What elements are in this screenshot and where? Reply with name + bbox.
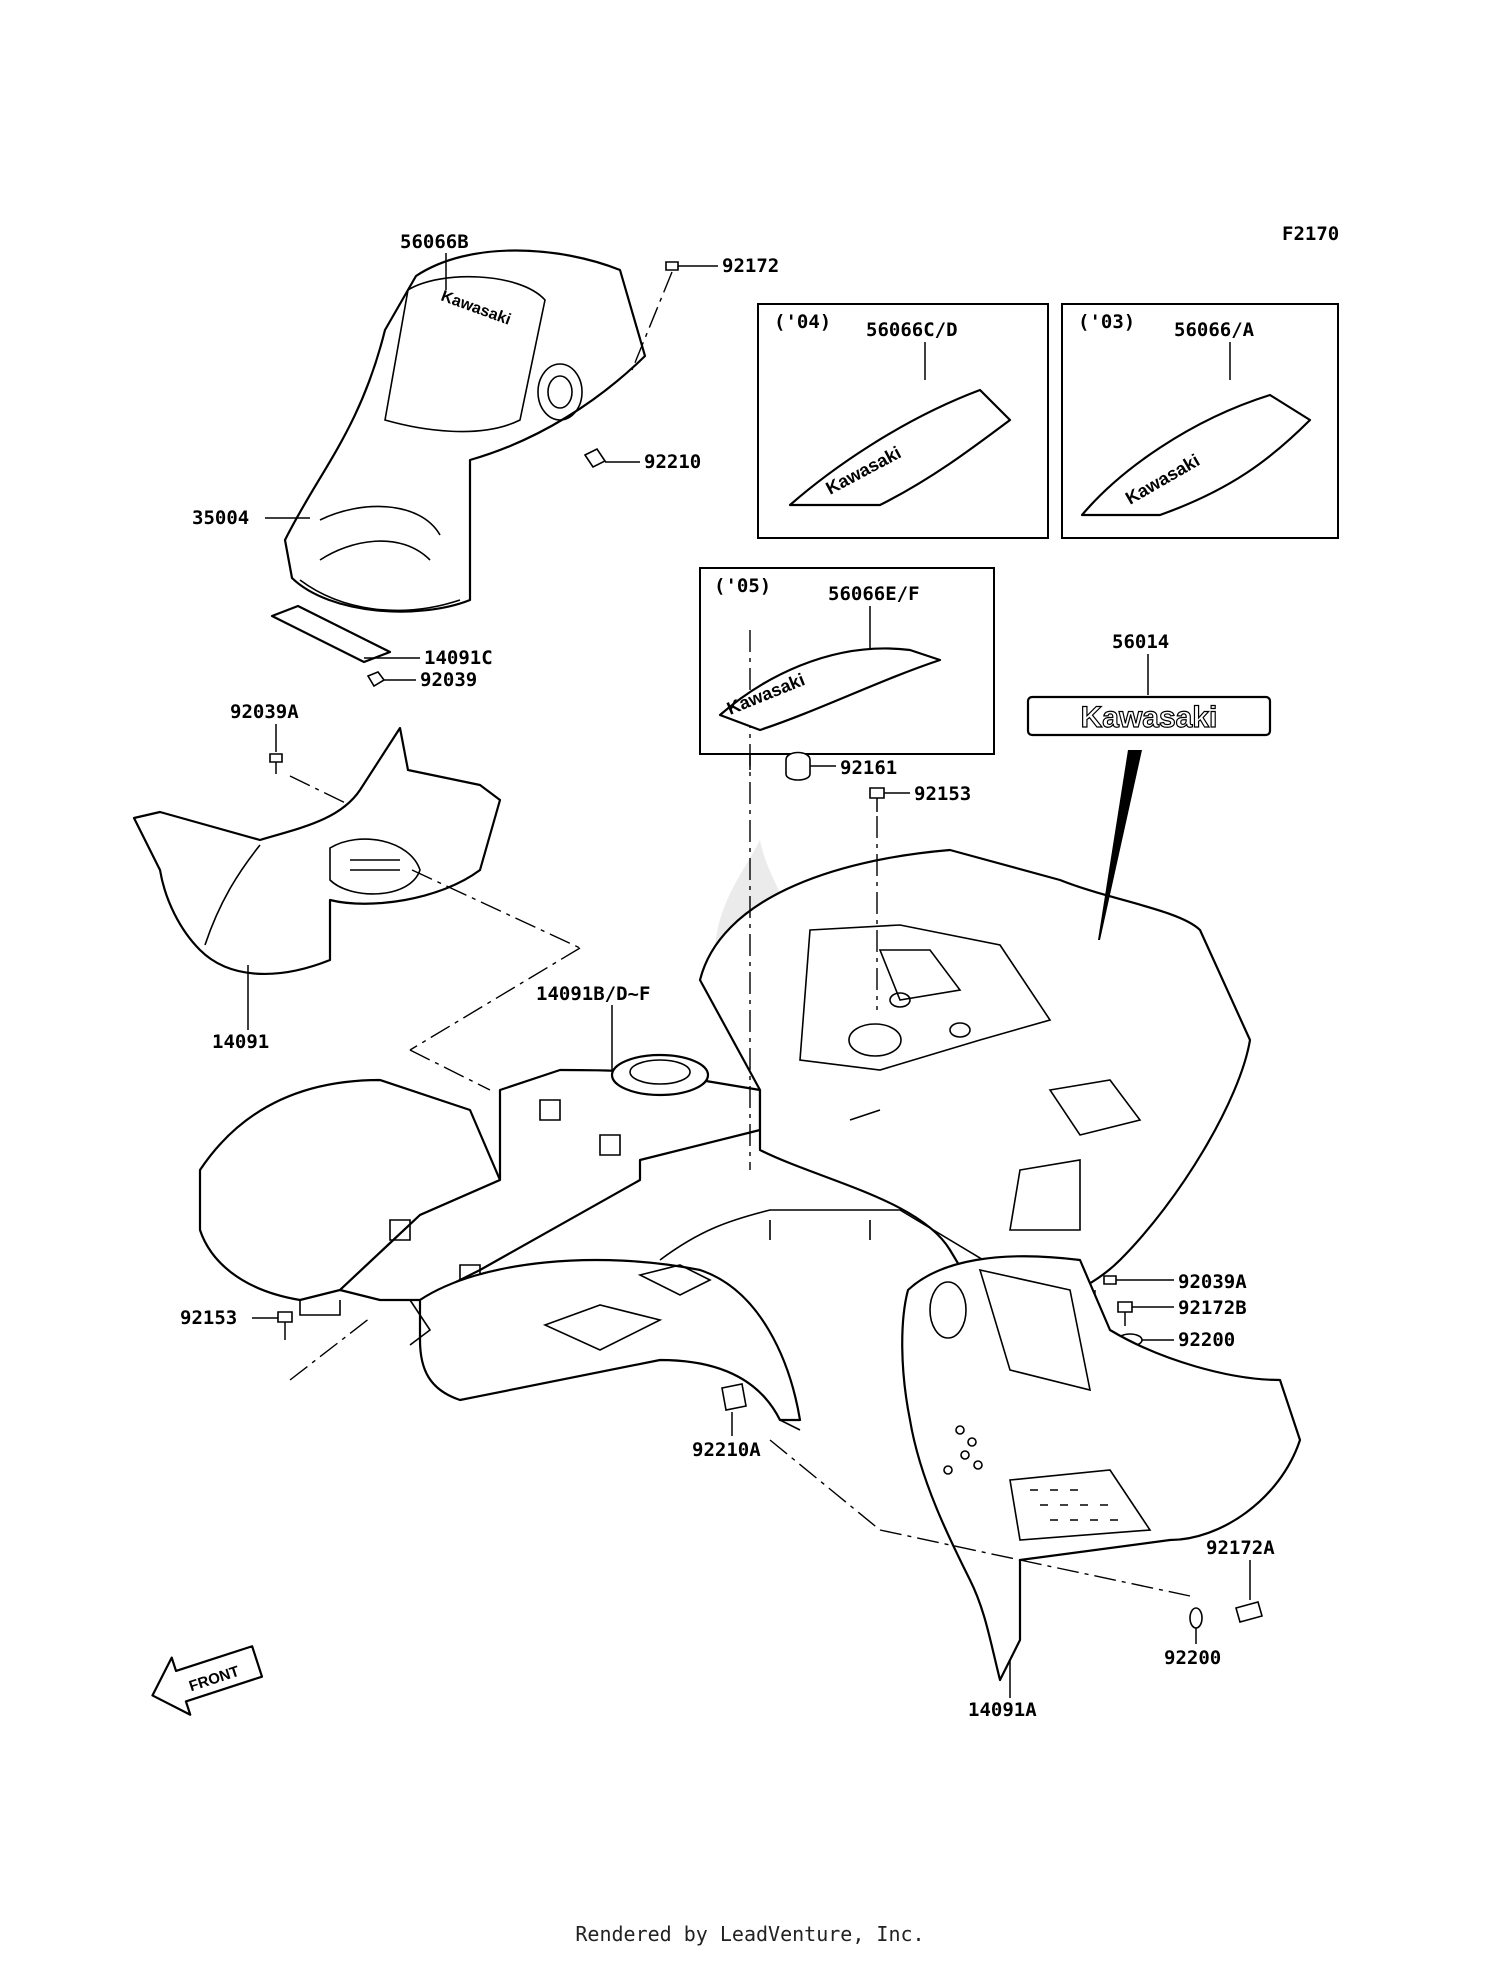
decal-04: [788, 388, 1012, 507]
decal-03: [1080, 393, 1312, 517]
bolt-92153-left[interactable]: [252, 1311, 293, 1340]
emblem-56014[interactable]: Kawasaki: [1026, 695, 1272, 737]
decal-box-05[interactable]: ('05) 56066E/F Kawasaki: [699, 567, 995, 755]
strip-14091C[interactable]: [270, 604, 392, 664]
dash-14091A-c: [1019, 1559, 1191, 1597]
label-92039[interactable]: 92039: [420, 669, 477, 691]
bolt-92172B[interactable]: [1117, 1301, 1174, 1326]
bolt-92172A[interactable]: [1235, 1560, 1263, 1623]
label-92172A[interactable]: 92172A: [1206, 1537, 1275, 1559]
decal-box-05-frame: [699, 567, 995, 755]
label-14091[interactable]: 14091: [212, 1031, 269, 1053]
decal-box-04[interactable]: ('04) 56066C/D Kawasaki: [757, 303, 1049, 539]
bolt-92153-top[interactable]: [869, 787, 910, 812]
label-92039A-top[interactable]: 92039A: [230, 701, 299, 723]
label-56066CD: 56066C/D: [866, 319, 958, 341]
washer-92200-bottom[interactable]: [1189, 1607, 1203, 1644]
footer-credit: Rendered by LeadVenture, Inc.: [575, 1922, 925, 1946]
decal-box-04-frame: [757, 303, 1049, 539]
bolt-92039A-top[interactable]: [269, 753, 283, 774]
emblem-pointer: [1098, 750, 1142, 940]
label-92200-top[interactable]: 92200: [1178, 1329, 1235, 1351]
decal-05: [718, 647, 942, 732]
front-arrow-icon: FRONT: [151, 1645, 264, 1716]
label-56066B[interactable]: 56066B: [400, 231, 469, 253]
nut-92039[interactable]: [366, 671, 416, 688]
year-04: ('04): [774, 311, 831, 333]
footwell-14091A[interactable]: [901, 1255, 1302, 1682]
dash-14091-b: [409, 947, 581, 1051]
label-92039A-right[interactable]: 92039A: [1178, 1271, 1247, 1293]
main-fender-14091BDF[interactable]: [198, 848, 1252, 1431]
emblem-logo: Kawasaki: [1081, 701, 1218, 734]
label-92161[interactable]: 92161: [840, 757, 897, 779]
label-56066A: 56066/A: [1174, 319, 1255, 341]
clip-92210A[interactable]: [721, 1383, 747, 1411]
label-56014[interactable]: 56014: [1112, 631, 1169, 653]
year-05: ('05): [714, 575, 771, 597]
label-14091BDF[interactable]: 14091B/D~F: [536, 983, 650, 1005]
decal-box-03[interactable]: ('03) 56066/A Kawasaki: [1061, 303, 1339, 539]
label-56066EF: 56066E/F: [828, 583, 920, 605]
label-14091C[interactable]: 14091C: [424, 647, 493, 669]
dash-14091A-a: [769, 1439, 881, 1531]
label-92200-bottom[interactable]: 92200: [1164, 1647, 1221, 1669]
label-92153-top[interactable]: 92153: [914, 783, 971, 805]
dash-92039A-top: [289, 775, 361, 811]
label-92153-left[interactable]: 92153: [180, 1307, 237, 1329]
dash-14091-c: [409, 1049, 491, 1091]
label-92210A[interactable]: 92210A: [692, 1439, 761, 1461]
label-92210[interactable]: 92210: [644, 451, 701, 473]
diagram-code: F2170: [1282, 223, 1339, 245]
side-cover-14091[interactable]: [132, 726, 502, 976]
grommet-92161[interactable]: [785, 751, 836, 781]
decal-box-03-frame: [1061, 303, 1339, 539]
front-cover-35004[interactable]: Kawasaki: [283, 249, 647, 613]
year-03: ('03): [1078, 311, 1135, 333]
clip-92210[interactable]: [583, 447, 640, 469]
dash-14091A-b: [879, 1529, 1021, 1561]
dash-92172: [631, 271, 673, 371]
label-92172B[interactable]: 92172B: [1178, 1297, 1247, 1319]
bolt-92039A-right[interactable]: [1103, 1275, 1174, 1285]
label-92172[interactable]: 92172: [722, 255, 779, 277]
screw-92172[interactable]: [665, 261, 718, 271]
label-14091A[interactable]: 14091A: [968, 1699, 1037, 1721]
dash-92153-left: [289, 1317, 371, 1381]
dash-14091-a: [411, 869, 581, 949]
label-35004[interactable]: 35004: [192, 507, 249, 529]
